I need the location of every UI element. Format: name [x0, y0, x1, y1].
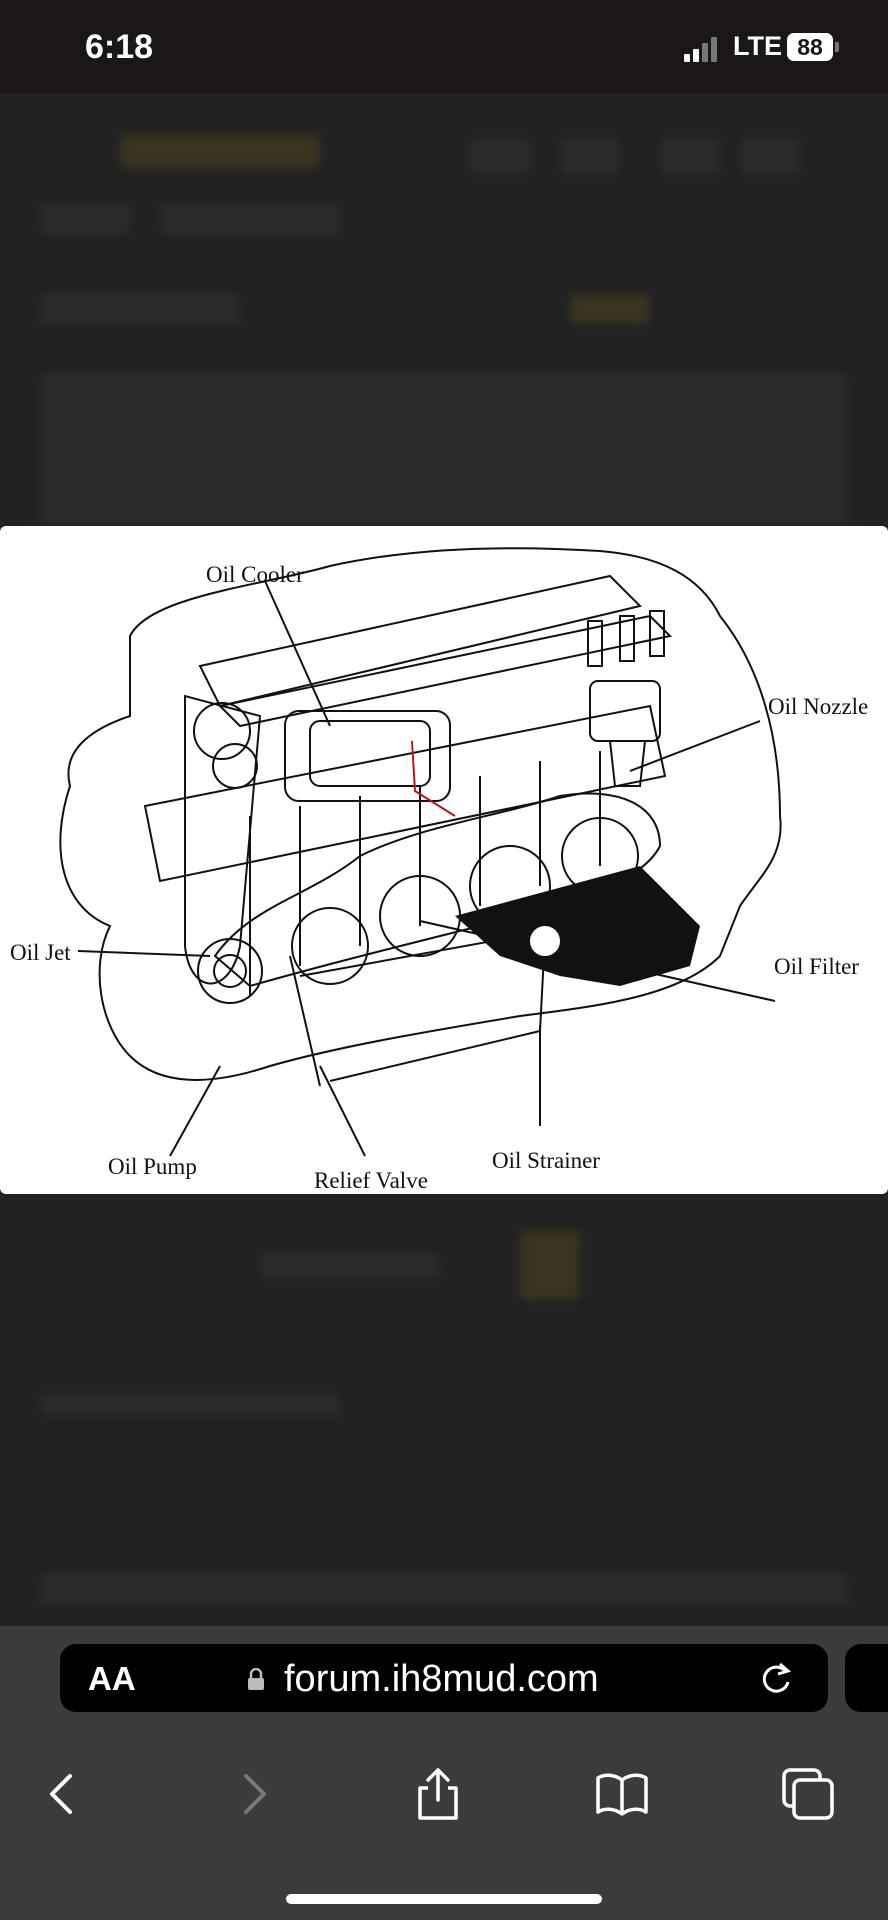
text-size-button[interactable]: AA: [88, 1660, 136, 1697]
engine-illustration: [59, 547, 782, 1157]
share-icon[interactable]: [410, 1766, 466, 1822]
signal-icon: [684, 36, 724, 62]
url-text[interactable]: forum.ih8mud.com: [284, 1658, 599, 1700]
next-tab-preview[interactable]: [845, 1644, 888, 1712]
tabs-icon[interactable]: [780, 1766, 836, 1822]
label-oil-cooler: Oil Cooler: [206, 562, 304, 587]
home-indicator: [286, 1894, 602, 1904]
reload-icon[interactable]: [756, 1658, 796, 1698]
network-type: LTE: [733, 31, 782, 61]
forward-icon[interactable]: [226, 1766, 282, 1822]
battery-tip: [835, 42, 839, 52]
status-bar: 6:18 LTE 88: [0, 0, 888, 94]
back-icon[interactable]: [34, 1766, 90, 1822]
bookmarks-icon[interactable]: [594, 1766, 650, 1822]
label-relief-valve: Relief Valve: [314, 1168, 428, 1193]
label-oil-strainer: Oil Strainer: [492, 1148, 600, 1173]
status-time: 6:18: [85, 28, 154, 66]
label-oil-filter: Oil Filter: [774, 954, 859, 979]
lock-icon: [248, 1668, 264, 1690]
battery-icon: 88: [787, 33, 833, 61]
engine-lubrication-diagram[interactable]: Oil Cooler Oil Nozzle Oil Jet Oil Filter…: [0, 526, 888, 1194]
label-oil-pump: Oil Pump: [108, 1154, 197, 1179]
label-oil-nozzle: Oil Nozzle: [768, 694, 869, 719]
browser-toolbar: AA forum.ih8mud.com: [0, 1626, 888, 1920]
address-bar[interactable]: AA forum.ih8mud.com: [60, 1644, 828, 1712]
label-oil-jet: Oil Jet: [10, 940, 71, 965]
